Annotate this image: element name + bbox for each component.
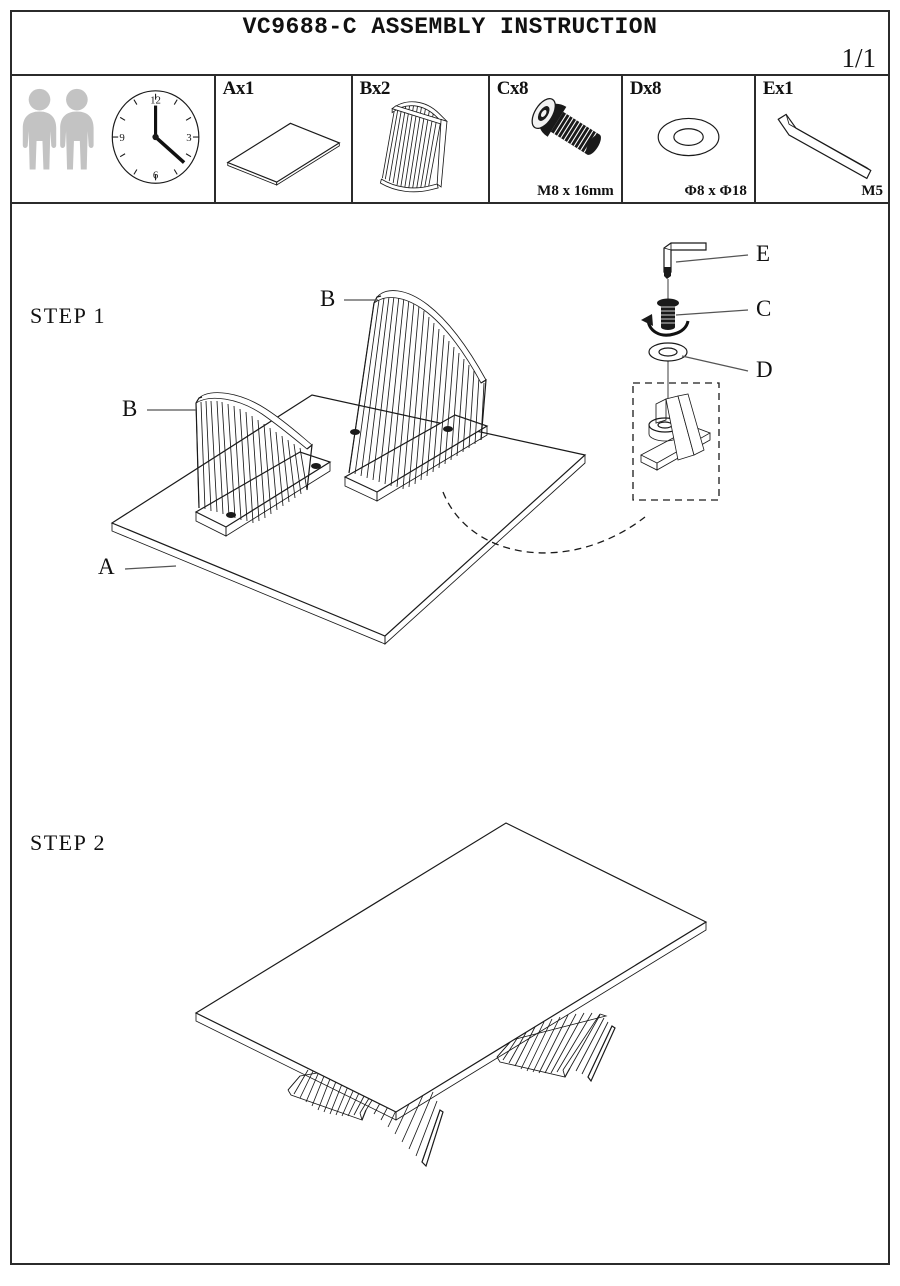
part-b-label: Bx2 xyxy=(359,78,391,99)
clock-icon: 12 3 6 9 xyxy=(111,90,200,184)
svg-text:12: 12 xyxy=(150,95,161,107)
step1-callout-leaders xyxy=(124,299,378,570)
detail-allen-key xyxy=(663,242,707,279)
part-e-spec: M5 xyxy=(861,183,883,199)
callout-b-left: B xyxy=(122,396,138,421)
page-number: 1/1 xyxy=(841,43,876,73)
parts-cell-e: Ex1 M5 xyxy=(756,76,890,202)
washer-icon xyxy=(657,117,720,157)
title-row: VC9688-C ASSEMBLY INSTRUCTION 1/1 xyxy=(10,10,890,76)
detail-washer xyxy=(648,342,688,362)
detail-zoom-box xyxy=(632,382,720,501)
part-d-label: Dx8 xyxy=(629,78,662,99)
callout-c: C xyxy=(756,296,772,321)
parts-cell-b: Bx2 xyxy=(353,76,490,202)
callout-a: A xyxy=(98,554,115,579)
callout-e: E xyxy=(756,241,771,266)
parts-cell-d: Dx8 Φ8 x Φ18 xyxy=(623,76,756,202)
step1-leg-b-right xyxy=(343,290,489,502)
step2-leg-right xyxy=(496,1012,616,1083)
step1-tabletop-a xyxy=(110,394,587,645)
svg-text:9: 9 xyxy=(119,132,124,144)
fluted-leg-icon xyxy=(379,101,448,193)
tabletop-panel-icon xyxy=(226,122,341,186)
page-frame xyxy=(10,10,890,1265)
part-c-label: Cx8 xyxy=(496,78,529,99)
allen-key-icon xyxy=(777,113,872,180)
step-2-label: STEP 2 xyxy=(30,830,107,855)
detail-bolt xyxy=(641,298,690,337)
bolt-icon xyxy=(531,98,601,155)
step1-hardware-detail xyxy=(632,242,749,501)
callout-b-right: B xyxy=(320,286,336,311)
part-d-spec: Φ8 x Φ18 xyxy=(684,183,747,199)
two-person-icon xyxy=(22,88,94,170)
step-1-label: STEP 1 xyxy=(30,303,107,328)
parts-cell-a: Ax1 xyxy=(216,76,353,202)
page-title: VC9688-C ASSEMBLY INSTRUCTION xyxy=(242,14,658,40)
parts-table: 12 3 6 9 Ax1 Bx2 xyxy=(10,76,890,204)
step2-assembled-table xyxy=(194,822,708,1168)
svg-text:3: 3 xyxy=(186,132,191,144)
info-cell-art: 12 3 6 9 xyxy=(22,88,200,184)
detail-leader-arc xyxy=(442,491,646,554)
parts-cell-c: Cx8 xyxy=(490,76,623,202)
callout-d: D xyxy=(756,357,773,382)
svg-text:6: 6 xyxy=(153,169,159,181)
part-e-label: Ex1 xyxy=(762,78,794,99)
part-a-label: Ax1 xyxy=(222,78,255,99)
part-c-spec: M8 x 16mm xyxy=(537,183,614,199)
step1-leg-b-left xyxy=(194,392,332,537)
parts-cell-info: 12 3 6 9 xyxy=(10,76,216,202)
step2-tabletop xyxy=(194,822,708,1121)
